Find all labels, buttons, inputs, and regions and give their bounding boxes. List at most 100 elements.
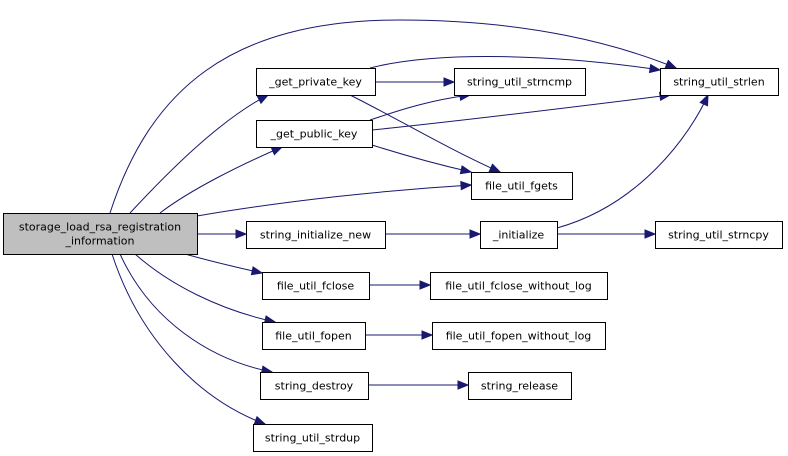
edge-line: [369, 94, 471, 121]
node-box: [3, 213, 198, 255]
edge-file-util-fclose-to-file-util-fclose-without-log: [369, 280, 432, 290]
arrowhead-icon: [421, 330, 434, 340]
edge-get-private-key-to-file-util-fgets: [349, 94, 502, 173]
edge-initialize-to-string-util-strlen: [556, 93, 709, 229]
edge-initialize-to-string-util-strncpy: [557, 229, 657, 239]
edge-root-to-file-util-fclose: [184, 253, 264, 276]
node-label: string_util_strlen: [673, 76, 764, 89]
edge-get-public-key-to-file-util-fgets: [371, 144, 473, 175]
arrowhead-icon: [270, 146, 284, 156]
edge-line: [184, 253, 263, 274]
edge-string-destroy-to-string-release: [368, 380, 470, 390]
node-label: string_destroy: [275, 380, 354, 393]
node-label: file_util_fopen_without_log: [446, 330, 592, 343]
node-box: [253, 424, 373, 452]
node-string-util-strlen[interactable]: string_util_strlen: [660, 68, 779, 96]
node-label: string_util_strncmp: [467, 76, 572, 89]
node-box: [256, 68, 376, 96]
node-string-util-strncpy[interactable]: string_util_strncpy: [655, 221, 783, 249]
node-string-initialize-new[interactable]: string_initialize_new: [246, 221, 386, 249]
arrowhead-icon: [235, 229, 248, 239]
node-label: file_util_fclose: [277, 280, 355, 293]
edge-line: [129, 94, 269, 214]
node-box: [468, 372, 572, 400]
edge-root-to-get-public-key: [159, 146, 284, 214]
edge-root-to-string-util-strdup: [111, 253, 267, 425]
arrowhead-icon: [256, 94, 270, 105]
edge-line: [159, 146, 283, 214]
edge-line: [196, 184, 472, 217]
arrowhead-icon: [443, 77, 456, 87]
edge-root-to-string-destroy: [119, 253, 274, 375]
node-box: [262, 272, 370, 300]
arrowhead-icon: [699, 93, 709, 107]
node-box: [655, 221, 783, 249]
node-box: [471, 172, 573, 200]
node-box: [246, 221, 386, 249]
node-file-util-fclose-without-log[interactable]: file_util_fclose_without_log: [430, 272, 608, 300]
edge-root-to-string-util-strlen: [109, 19, 678, 214]
node-box: [432, 322, 606, 350]
edge-line: [349, 94, 501, 173]
edge-get-private-key-to-string-util-strncmp: [375, 77, 456, 87]
edge-root-to-file-util-fgets: [196, 180, 473, 217]
node-string-util-strncmp[interactable]: string_util_strncmp: [454, 68, 586, 96]
edge-line: [109, 19, 677, 214]
edge-root-to-string-initialize-new: [197, 229, 248, 239]
node-box: [480, 221, 558, 249]
node-label: string_util_strdup: [265, 432, 360, 445]
arrowhead-icon: [419, 280, 432, 290]
node-string-destroy[interactable]: string_destroy: [260, 372, 369, 400]
arrowhead-icon: [460, 180, 473, 191]
arrowhead-icon: [644, 229, 657, 239]
edge-line: [371, 94, 671, 131]
node-box: [256, 120, 373, 148]
edge-line: [119, 253, 273, 373]
edge-string-initialize-new-to-initialize: [385, 229, 482, 239]
node-label: _get_private_key: [268, 76, 362, 89]
node-root[interactable]: storage_load_rsa_registration_informatio…: [3, 213, 198, 255]
node-label: _initialize: [492, 229, 545, 242]
node-label: file_util_fclose_without_log: [445, 280, 591, 293]
node-string-release[interactable]: string_release: [468, 372, 572, 400]
edge-get-private-key-to-string-util-strlen: [369, 55, 662, 74]
edge-get-public-key-to-string-util-strlen: [371, 91, 672, 131]
edge-line: [556, 94, 709, 229]
arrowhead-icon: [664, 59, 678, 69]
node-box: [430, 272, 608, 300]
arrowhead-icon: [648, 63, 662, 74]
node-initialize[interactable]: _initialize: [480, 221, 558, 249]
arrowhead-icon: [488, 163, 502, 173]
arrowhead-icon: [457, 380, 470, 390]
edge-line: [134, 253, 276, 323]
node-file-util-fopen-without-log[interactable]: file_util_fopen_without_log: [432, 322, 606, 350]
node-box: [260, 372, 369, 400]
node-label: string_release: [481, 380, 558, 393]
node-label: file_util_fopen: [275, 330, 352, 343]
node-get-public-key[interactable]: _get_public_key: [256, 120, 373, 148]
edge-line: [111, 253, 266, 425]
node-label: string_initialize_new: [260, 229, 371, 242]
edge-root-to-file-util-fopen: [134, 253, 277, 325]
node-string-util-strdup[interactable]: string_util_strdup: [253, 424, 373, 452]
arrowhead-icon: [459, 165, 473, 175]
edge-line: [369, 55, 661, 71]
node-file-util-fgets[interactable]: file_util_fgets: [471, 172, 573, 200]
edge-line: [371, 144, 472, 173]
edge-layer: [109, 19, 709, 425]
arrowhead-icon: [253, 415, 267, 425]
edge-file-util-fopen-to-file-util-fopen-without-log: [365, 330, 434, 340]
arrowhead-icon: [469, 229, 482, 239]
node-file-util-fclose[interactable]: file_util_fclose: [262, 272, 370, 300]
arrowhead-icon: [250, 266, 264, 276]
node-label: _information: [65, 235, 135, 248]
node-label: _get_public_key: [270, 128, 358, 141]
edge-get-public-key-to-string-util-strncmp: [369, 91, 472, 121]
node-label: string_util_strncpy: [668, 229, 769, 242]
node-box: [660, 68, 779, 96]
node-file-util-fopen[interactable]: file_util_fopen: [262, 322, 366, 350]
node-get-private-key[interactable]: _get_private_key: [256, 68, 376, 96]
node-label: storage_load_rsa_registration: [19, 221, 181, 234]
node-layer: storage_load_rsa_registration_informatio…: [3, 68, 783, 452]
